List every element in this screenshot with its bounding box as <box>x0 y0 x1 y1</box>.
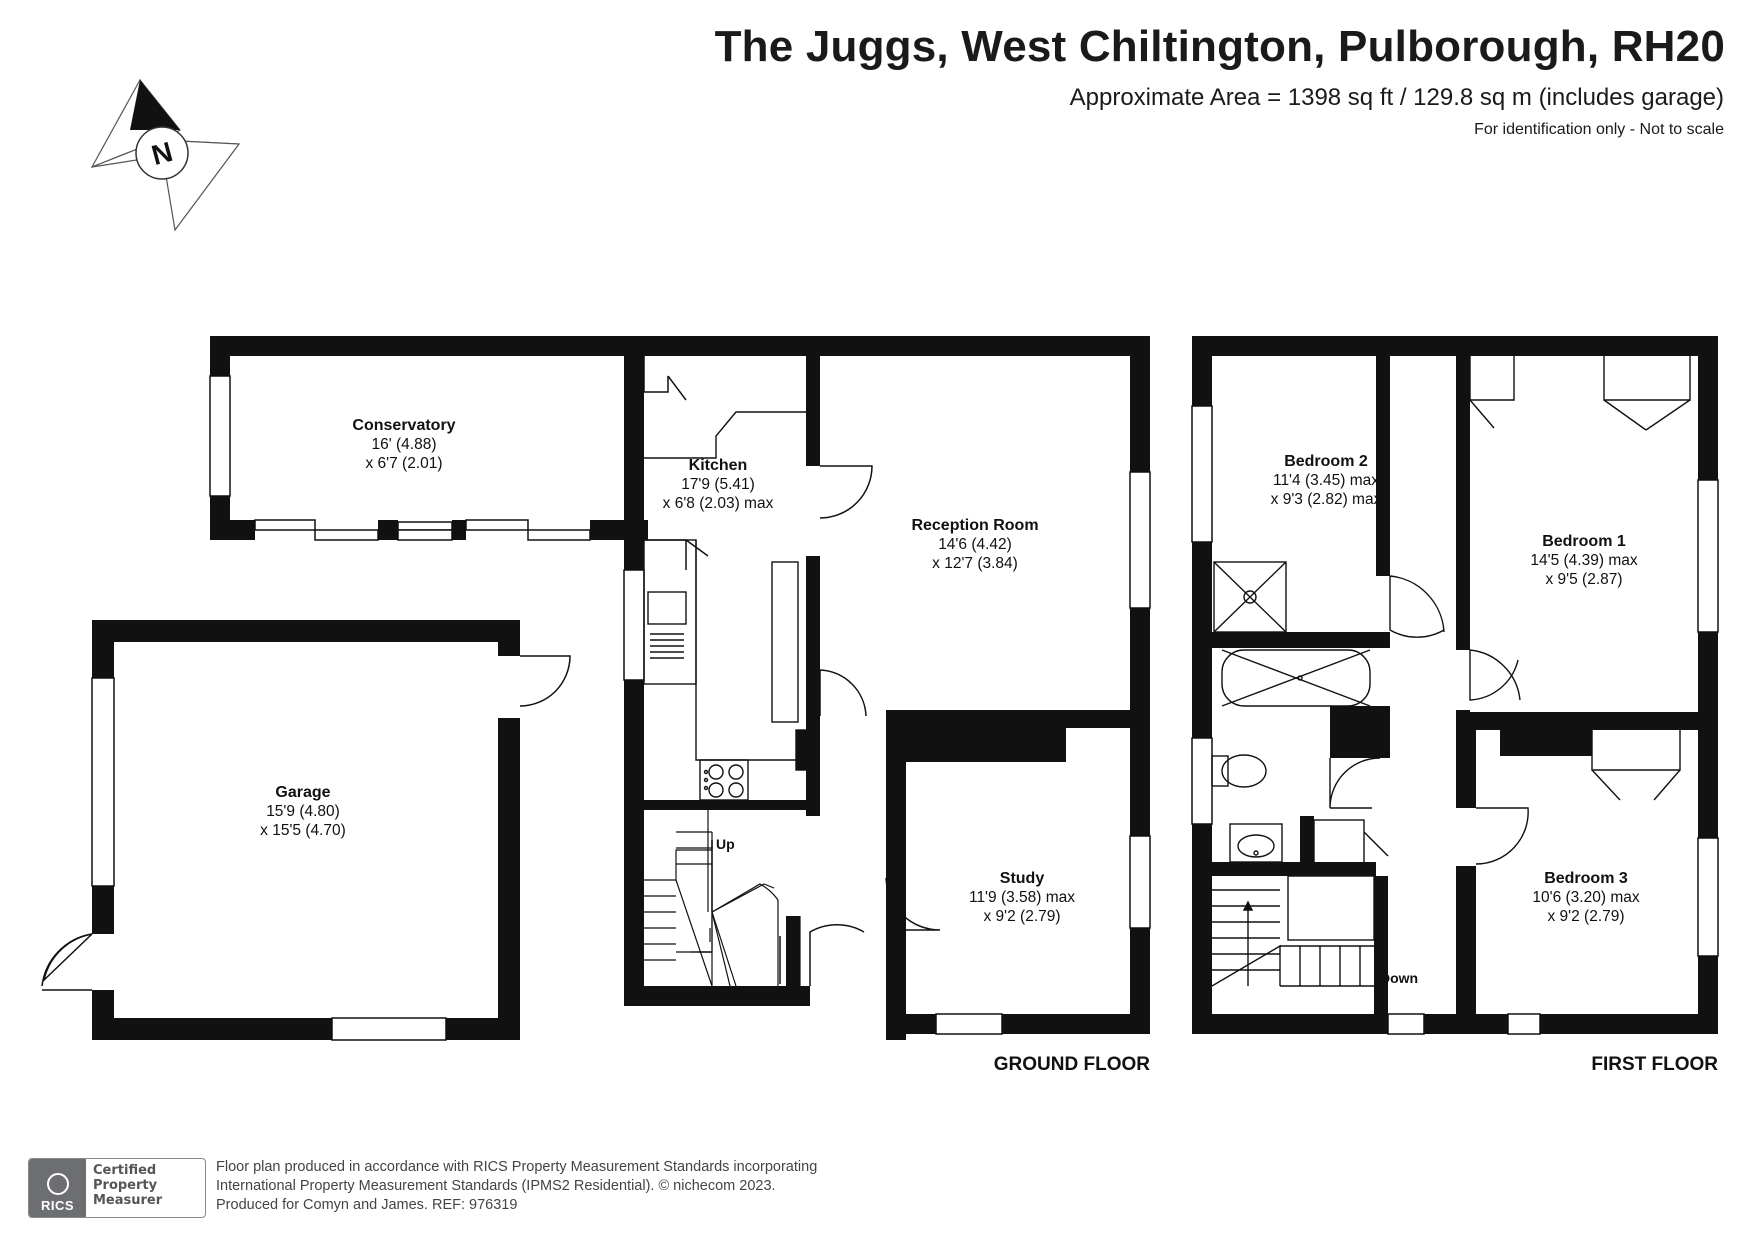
footer-line-1: Floor plan produced in accordance with R… <box>216 1159 818 1175</box>
garage-dim1: 15'9 (4.80) <box>266 803 340 820</box>
bedroom-2-label: Bedroom 2 <box>1284 453 1368 470</box>
kitchen-label: Kitchen <box>689 457 748 474</box>
bedroom-3-dim2: x 9'2 (2.79) <box>1547 908 1624 925</box>
first-floor-label: FIRST FLOOR <box>1591 1054 1718 1075</box>
footer-line-3: Produced for Comyn and James. REF: 97631… <box>216 1197 518 1213</box>
ground-floor-doors <box>41 356 941 991</box>
badge-text: Certified Property Measurer <box>86 1159 205 1217</box>
plan-title: The Juggs, West Chiltington, Pulborough,… <box>714 22 1725 71</box>
first-floor-fittings <box>1211 356 1691 987</box>
study-dim2: x 9'2 (2.79) <box>983 908 1060 925</box>
bedroom-2-dim2: x 9'3 (2.82) max <box>1271 491 1382 508</box>
study-dim1: 11'9 (3.58) max <box>969 889 1075 906</box>
room-labels: Conservatory 16' (4.88) x 6'7 (2.01) Kit… <box>260 417 1718 1075</box>
garage-label: Garage <box>275 784 330 801</box>
reception-room-label: Reception Room <box>911 517 1038 534</box>
ground-floor-windows <box>91 375 1151 1041</box>
badge-line-2: Property <box>93 1178 158 1193</box>
bedroom-3-label: Bedroom 3 <box>1544 870 1628 887</box>
rics-lion-icon <box>46 1173 69 1195</box>
bedroom-1-dim1: 14'5 (4.39) max <box>1530 552 1637 569</box>
conservatory-dim1: 16' (4.88) <box>372 436 437 453</box>
conservatory-label: Conservatory <box>352 417 455 434</box>
first-floor-windows <box>1191 405 1719 1035</box>
ground-floor-stairs <box>644 810 801 987</box>
garage-dim2: x 15'5 (4.70) <box>260 822 346 839</box>
kitchen-dim1: 17'9 (5.41) <box>681 476 755 493</box>
ground-floor-walls <box>92 336 1150 1040</box>
reception-room-dim2: x 12'7 (3.84) <box>932 555 1018 572</box>
bedroom-1-label: Bedroom 1 <box>1542 533 1626 550</box>
reception-room-dim1: 14'6 (4.42) <box>938 536 1012 553</box>
stairs-down-label: Down <box>1380 970 1418 986</box>
area-summary: Approximate Area = 1398 sq ft / 129.8 sq… <box>1069 84 1724 111</box>
kitchen-fittings <box>643 411 807 801</box>
compass-icon: N <box>90 78 241 232</box>
stairs-up-label: Up <box>716 836 735 852</box>
conservatory-dim2: x 6'7 (2.01) <box>365 455 442 472</box>
rics-certified-badge: RICS Certified Property Measurer <box>28 1158 206 1218</box>
disclaimer-note: For identification only - Not to scale <box>1474 121 1724 138</box>
rics-wordmark: RICS <box>40 1198 75 1213</box>
badge-line-3: Measurer <box>93 1193 163 1208</box>
ground-floor-label: GROUND FLOOR <box>994 1054 1150 1075</box>
study-label: Study <box>1000 870 1045 887</box>
first-floor-walls <box>1192 336 1718 1034</box>
rics-logo: RICS <box>29 1159 86 1217</box>
bedroom-1-dim2: x 9'5 (2.87) <box>1545 571 1622 588</box>
bedroom-3-dim1: 10'6 (3.20) max <box>1532 889 1639 906</box>
badge-line-1: Certified <box>93 1163 157 1178</box>
footer-notes: Floor plan produced in accordance with R… <box>216 1158 817 1215</box>
footer-line-2: International Property Measurement Stand… <box>216 1178 776 1194</box>
kitchen-dim2: x 6'8 (2.03) max <box>663 495 774 512</box>
bedroom-2-dim1: 11'4 (3.45) max <box>1273 472 1379 489</box>
